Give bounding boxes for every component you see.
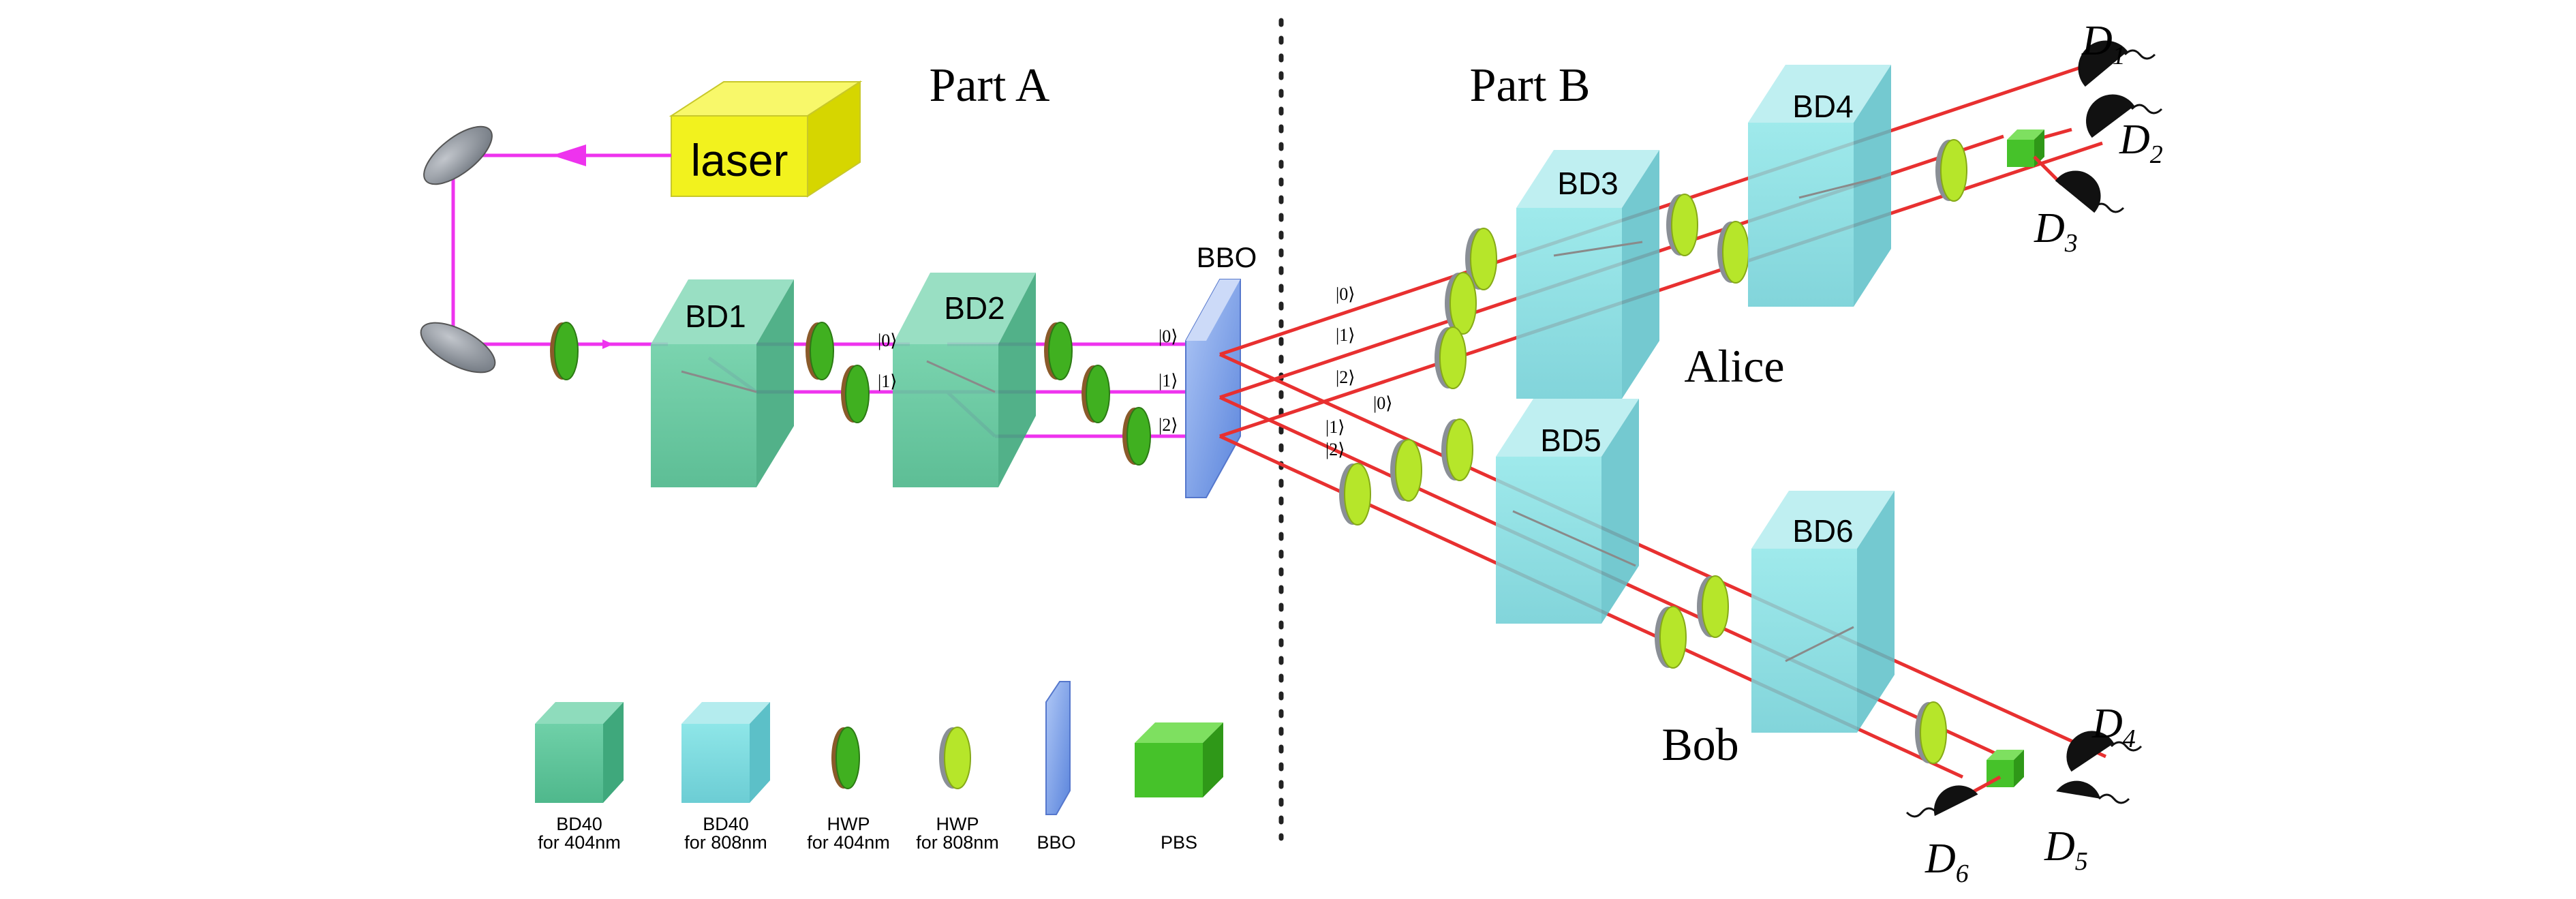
alice-label: Alice <box>1684 340 1784 392</box>
hwp808-plates <box>1339 139 1967 764</box>
pump-arrow-icon <box>552 144 586 166</box>
ket-alice-1: |1⟩ <box>1336 325 1355 345</box>
ket-b-0: |0⟩ <box>1159 326 1178 346</box>
d3-label: D3 <box>2034 205 2078 258</box>
hwp404-plates <box>550 322 1151 466</box>
legend: BD40 for 404nm BD40 for 808nm HWP for 40… <box>535 681 1223 853</box>
bd6-label: BD6 <box>1792 513 1853 549</box>
part-b-label: Part B <box>1470 59 1591 112</box>
ket-alice-2: |2⟩ <box>1336 367 1355 387</box>
d3-detector-icon <box>2055 170 2125 213</box>
d6-label: D6 <box>1925 836 1969 888</box>
legend-hwp-808-line1: HWP <box>936 814 979 834</box>
photon-beams <box>1218 59 2107 779</box>
bbo-crystal: BBO <box>1185 241 1257 498</box>
bd5-label: BD5 <box>1540 423 1601 458</box>
bd4-block: BD4 <box>1748 65 1891 307</box>
d4-detector-icon <box>2066 731 2143 772</box>
legend-bd40-404-line1: BD40 <box>556 814 602 834</box>
bd3-block: BD3 <box>1516 150 1659 399</box>
bob-label: Bob <box>1661 718 1738 770</box>
legend-bd40-808: BD40 for 808nm <box>681 702 770 853</box>
legend-bd40-808-line2: for 808nm <box>684 832 767 853</box>
d5-label: D5 <box>2044 823 2088 876</box>
bd1-label: BD1 <box>685 299 746 334</box>
legend-bbo-line1: BBO <box>1037 832 1075 853</box>
legend-pbs-line1: PBS <box>1161 832 1197 853</box>
legend-hwp-808: HWP for 808nm <box>916 727 999 853</box>
bd3-label: BD3 <box>1557 166 1618 201</box>
pbs-bob-cube <box>1987 750 2024 787</box>
legend-hwp-808-line2: for 808nm <box>916 832 999 853</box>
ket-a-0: |0⟩ <box>878 331 897 350</box>
bd5-block: BD5 <box>1496 399 1639 624</box>
ket-alice-0: |0⟩ <box>1336 284 1355 304</box>
legend-hwp-404-line2: for 404nm <box>807 832 890 853</box>
legend-pbs: PBS <box>1135 722 1223 853</box>
ket-b-2: |2⟩ <box>1159 415 1178 435</box>
bd4-label: BD4 <box>1792 89 1853 124</box>
legend-hwp-404-line1: HWP <box>827 814 870 834</box>
d4-label: D4 <box>2091 701 2136 753</box>
pump-arrow-small-icon <box>602 339 613 349</box>
ket-bob-2: |2⟩ <box>1325 440 1345 459</box>
d2-detector-icon <box>2086 94 2163 138</box>
legend-bd40-404: BD40 for 404nm <box>535 702 624 853</box>
laser-label: laser <box>690 135 788 185</box>
laser-box: laser <box>669 80 863 198</box>
bd1-block: BD1 <box>651 279 794 487</box>
d6-detector-icon <box>1905 785 1978 818</box>
pbs-alice-cube <box>2007 129 2044 167</box>
bd2-block: BD2 <box>893 273 1036 487</box>
part-a-label: Part A <box>930 59 1050 112</box>
ket-bob-0: |0⟩ <box>1373 393 1392 413</box>
legend-hwp-404: HWP for 404nm <box>807 727 890 853</box>
ket-bob-1: |1⟩ <box>1325 417 1345 437</box>
legend-bd40-808-line1: BD40 <box>703 814 749 834</box>
mirror-bottom-icon <box>420 322 496 374</box>
bbo-label: BBO <box>1197 241 1257 273</box>
ket-b-1: |1⟩ <box>1159 371 1178 391</box>
detectors <box>1905 40 2163 818</box>
legend-bd40-404-line2: for 404nm <box>538 832 621 853</box>
d1-detector-icon <box>2078 40 2156 87</box>
legend-bbo: BBO <box>1037 681 1076 853</box>
bd2-label: BD2 <box>944 290 1005 326</box>
mirror-top-icon <box>423 125 493 185</box>
ket-a-1: |1⟩ <box>878 371 897 391</box>
bd6-block: BD6 <box>1751 491 1895 733</box>
d1-label: D1 <box>2081 18 2126 70</box>
d5-detector-icon <box>2056 780 2130 804</box>
d2-label: D2 <box>2119 117 2163 169</box>
